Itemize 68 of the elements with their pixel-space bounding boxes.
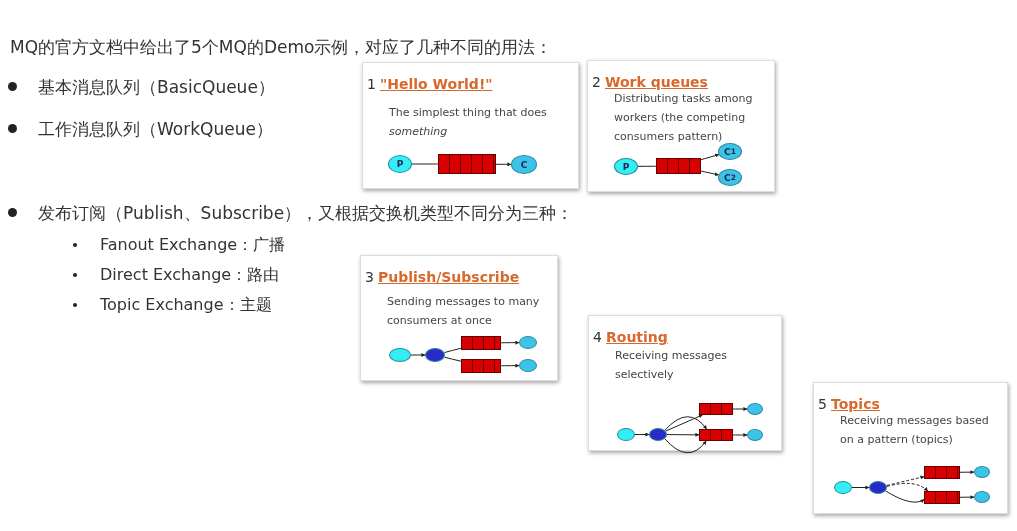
example-card [587, 60, 775, 192]
consumer-circle [519, 336, 537, 349]
example-card [362, 62, 579, 189]
arrow [886, 475, 925, 486]
consumer-circle [974, 491, 990, 503]
example-card [588, 315, 782, 451]
arrow [500, 340, 520, 345]
queue-bar [699, 429, 733, 441]
consumer-circle [747, 429, 763, 441]
bullet-text: 发布订阅（Publish、Subscribe），又根据交换机类型不同分为三种： [38, 202, 574, 225]
card-number: 4 [593, 329, 602, 345]
card-number: 3 [365, 269, 374, 285]
arrow [885, 490, 925, 504]
queue-bar [924, 466, 960, 479]
producer-circle: P [614, 158, 638, 175]
consumer-circle [747, 403, 763, 415]
arrow [664, 416, 707, 431]
bullet-text: Topic Exchange：主题 [100, 295, 272, 316]
example-card [360, 255, 558, 381]
card-description: Receiving messages selectively [615, 348, 728, 383]
arrow [959, 470, 975, 475]
arrow [732, 407, 748, 411]
card-title-link: Topics [831, 396, 880, 412]
card-title-link: Routing [606, 329, 668, 345]
producer-circle [389, 348, 411, 362]
example-card [813, 382, 1008, 514]
bullet-text: 工作消息队列（WorkQueue） [38, 118, 273, 141]
queue-bar [924, 491, 960, 504]
card-number: 1 [367, 76, 376, 92]
queue-bar [656, 158, 701, 174]
arrow [700, 170, 720, 177]
arrow [500, 363, 520, 368]
card-title-link: Publish/Subscribe [378, 269, 520, 285]
arrow [851, 485, 870, 490]
card-number: 2 [592, 74, 601, 90]
arrow [886, 482, 929, 492]
bullet-text: Direct Exchange：路由 [100, 265, 280, 286]
consumer-circle [519, 359, 537, 372]
heading: MQ的官方文档中给出了5个MQ的Demo示例，对应了几种不同的用法： [10, 36, 553, 59]
arrow [634, 432, 650, 437]
card-description: Receiving messages based on a pattern (topics) [840, 413, 990, 448]
card-description: Sending messages to many consumers at once [387, 294, 541, 329]
queue-bar [461, 359, 501, 373]
queue-bar [699, 403, 733, 415]
card-description: The simplest thing that does something [389, 105, 548, 140]
arrow [732, 433, 748, 437]
queue-bar [461, 336, 501, 350]
bullet-text: Fanout Exchange：广播 [100, 235, 286, 256]
exchange-circle [649, 428, 667, 441]
exchange-circle [425, 348, 445, 362]
card-description: Distributing tasks among workers (the competing consumers pattern) [614, 91, 754, 145]
card-title-link: "Hello World!" [380, 76, 493, 92]
bullet-text: 基本消息队列（BasicQueue） [38, 76, 275, 99]
producer-circle: P [388, 155, 412, 173]
producer-circle [834, 481, 852, 494]
arrow [664, 438, 707, 454]
producer-circle [617, 428, 635, 441]
consumer-circle [974, 466, 990, 478]
arrow [410, 353, 426, 357]
consumer-circle: C [511, 155, 537, 174]
arrow [665, 414, 703, 432]
arrow [700, 153, 720, 161]
exchange-circle [869, 481, 887, 494]
queue-bar [438, 154, 496, 174]
arrow [959, 495, 975, 500]
arrow [666, 432, 700, 437]
card-title-link: Work queues [605, 74, 708, 90]
card-number: 5 [818, 396, 827, 412]
